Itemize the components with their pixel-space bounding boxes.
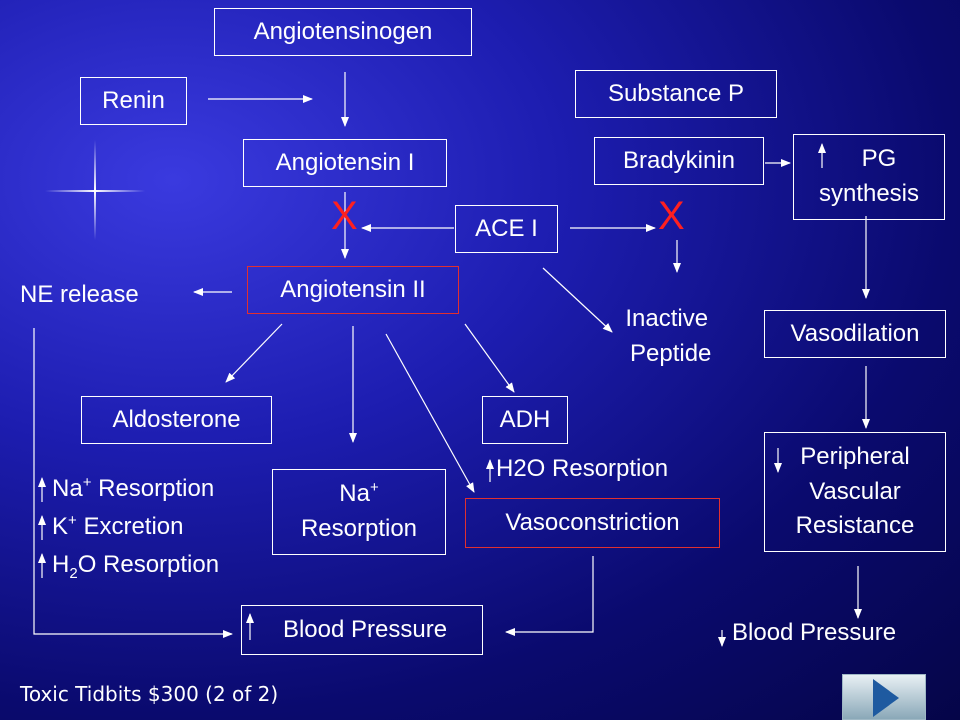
- inactive-label: Inactive: [625, 305, 709, 332]
- resistance-label: Resistance: [795, 512, 915, 540]
- inactive-peptide-text: Inactive Peptide: [622, 302, 711, 372]
- adh-label: ADH: [499, 405, 551, 433]
- ne-release-text: NE release: [20, 281, 139, 308]
- peripheral-vascular-resistance-box: Peripheral Vascular Resistance: [764, 432, 946, 552]
- bradykinin-box: Bradykinin: [594, 137, 764, 185]
- aldosterone-box: Aldosterone: [81, 396, 272, 444]
- angiotensin-ii-label: Angiotensin II: [280, 275, 426, 303]
- k-excretion-list-item: K+ Excretion: [52, 512, 184, 540]
- bradykinin-label: Bradykinin: [622, 146, 736, 174]
- angiotensin-i-box: Angiotensin I: [243, 139, 447, 187]
- ace-i-label: ACE I: [475, 214, 538, 242]
- na-resorption-box-na: Na+: [339, 479, 379, 508]
- footer-caption: Toxic Tidbits $300 (2 of 2): [20, 682, 279, 706]
- blood-pressure-up-box: Blood Pressure: [241, 605, 483, 655]
- block-x-right: X: [658, 194, 685, 238]
- h2o-resorption-list-item: H2O Resorption: [52, 551, 220, 582]
- vasodilation-box: Vasodilation: [764, 310, 946, 358]
- arrow-angii-to-adh: [464, 323, 515, 393]
- synthesis-label: synthesis: [818, 180, 920, 207]
- renin-label: Renin: [102, 86, 165, 114]
- renin-box: Renin: [80, 77, 187, 125]
- arrow-angii-to-aldosterone: [225, 323, 283, 383]
- pg-synthesis-box: PG synthesis: [793, 134, 945, 220]
- peripheral-label: Peripheral: [800, 442, 910, 470]
- arrow-vasoconstriction-to-bp: [505, 556, 594, 636]
- pg-label: PG: [861, 145, 897, 173]
- arrow-ne-to-bp: [33, 328, 233, 638]
- arrow-angii-to-vasoconstriction: [385, 333, 475, 493]
- block-x-left: X: [331, 194, 358, 238]
- light-flare-vertical: [94, 140, 96, 240]
- substance-p-label: Substance P: [607, 79, 745, 107]
- vasodilation-label: Vasodilation: [790, 319, 920, 347]
- angiotensin-ii-box: Angiotensin II: [247, 266, 459, 314]
- angiotensin-i-label: Angiotensin I: [275, 148, 415, 176]
- vasoconstriction-label: Vasoconstriction: [505, 508, 680, 536]
- ace-i-box: ACE I: [455, 205, 558, 253]
- h2o-resorption-text: H2O Resorption: [496, 455, 669, 482]
- adh-box: ADH: [482, 396, 568, 444]
- angiotensinogen-box: Angiotensinogen: [214, 8, 472, 56]
- na-resorption-box-label: Resorption: [300, 515, 418, 542]
- next-slide-button[interactable]: [842, 674, 926, 720]
- play-triangle-icon: [873, 679, 899, 717]
- aldosterone-label: Aldosterone: [112, 405, 241, 433]
- vascular-label: Vascular: [809, 477, 901, 505]
- arrow-ace-to-inactive: [542, 267, 613, 333]
- na-resorption-box: Na+ Resorption: [272, 469, 446, 555]
- blood-pressure-down-text: Blood Pressure: [732, 619, 897, 646]
- substance-p-box: Substance P: [575, 70, 777, 118]
- peptide-label: Peptide: [630, 339, 712, 367]
- vasoconstriction-box: Vasoconstriction: [465, 498, 720, 548]
- blood-pressure-up-label: Blood Pressure: [282, 615, 448, 643]
- na-resorption-list-item: Na+ Resorption: [52, 474, 215, 502]
- angiotensinogen-label: Angiotensinogen: [253, 17, 433, 45]
